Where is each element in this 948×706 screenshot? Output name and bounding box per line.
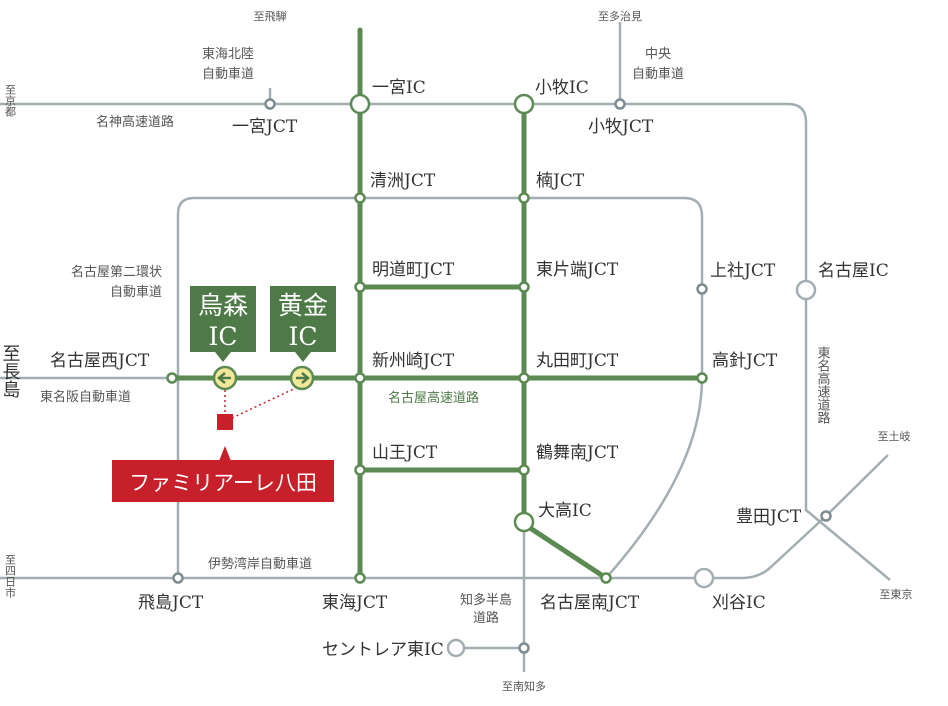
label-chita-1: 知多半島 — [460, 592, 512, 608]
kusunoki-jct-node — [518, 192, 530, 204]
label-hokuriku-2: 自動車道 — [202, 67, 254, 82]
label-nagoya2-2: 自動車道 — [110, 285, 162, 300]
nagoyaminami-jct-node — [600, 572, 612, 584]
label-centrair-ic: セントレア東IC — [322, 640, 444, 660]
label-kusunoki-jct: 楠JCT — [536, 171, 585, 191]
label-odaka-ic: 大高IC — [538, 501, 592, 521]
label-chita-2: 道路 — [473, 610, 499, 626]
second-ring-road — [176, 196, 704, 579]
label-chuo-2: 自動車道 — [632, 67, 684, 82]
odaka-ic-node — [513, 511, 535, 533]
label-tomei: 東名高速道路 — [815, 345, 831, 424]
nodes — [166, 93, 832, 658]
centrair-ic-node — [446, 638, 466, 658]
label-isewangan: 伊勢湾岸自動車道 — [208, 556, 312, 572]
dir-hida: 至飛騨 — [254, 9, 287, 23]
label-kamiyashiro-jct: 上社JCT — [710, 261, 776, 281]
node-labels: 一宮IC 一宮JCT 小牧IC 小牧JCT 清洲JCT 楠JCT 明道町JCT … — [50, 78, 889, 660]
label-meishin: 名神高速道路 — [96, 114, 174, 130]
label-tsurumaiminami-jct: 鶴舞南JCT — [536, 443, 619, 463]
komaki-jct-node — [614, 98, 626, 110]
label-shinsuzaki-jct: 新州崎JCT — [372, 351, 455, 371]
label-marutamachi-jct: 丸田町JCT — [536, 351, 619, 371]
label-meidocho-jct: 明道町JCT — [372, 260, 455, 280]
karasumori-label-1: 烏森 — [198, 291, 248, 320]
label-nagoya-ic: 名古屋IC — [818, 261, 889, 281]
ichinomiya-ic-node — [349, 93, 371, 115]
nagoyanishi-jct-node — [166, 372, 178, 384]
higashikatahata-jct-node — [518, 281, 530, 293]
label-chuo-1: 中央 — [645, 47, 671, 62]
label-nagoyaminami-jct: 名古屋南JCT — [540, 593, 640, 613]
kogane-box — [270, 286, 336, 352]
label-tobishima-jct: 飛島JCT — [138, 593, 204, 613]
label-kariya-ic: 刈谷IC — [712, 593, 766, 613]
ichinomiya-jct-node — [264, 98, 276, 110]
dir-toki: 至土岐 — [878, 430, 911, 443]
toyota-jct-node — [820, 510, 832, 522]
property-name: ファミリアーレ八田 — [129, 471, 317, 495]
nagoya-expressway-network — [169, 27, 705, 581]
dir-minamichita: 至南知多 — [502, 679, 546, 693]
label-ichinomiya-ic: 一宮IC — [372, 78, 426, 98]
tokai-jct-node — [354, 572, 366, 584]
label-takabari-jct: 高針JCT — [712, 351, 778, 371]
meishin-tomei-road — [0, 102, 891, 581]
property-marker — [217, 414, 233, 430]
karasumori-box — [190, 286, 256, 352]
ic-markers — [212, 365, 315, 391]
kariya-ic-node — [693, 567, 715, 589]
label-sanno-jct: 山王JCT — [372, 443, 438, 463]
gray-road-network — [0, 22, 891, 672]
ic-boxes: 烏森 IC 黄金 IC — [190, 286, 336, 362]
label-komaki-jct: 小牧JCT — [588, 117, 654, 137]
label-hokuriku-1: 東海北陸 — [202, 46, 254, 62]
property: ファミリアーレ八田 — [112, 414, 334, 502]
label-nagoya2-1: 名古屋第二環状 — [71, 264, 162, 280]
tsurumaiminami-jct-node — [518, 464, 530, 476]
property-label-box — [112, 460, 334, 502]
label-higashikatahata-jct: 東片端JCT — [536, 260, 619, 280]
kiyosu-jct-node — [354, 192, 366, 204]
label-ichinomiya-jct: 一宮JCT — [232, 117, 298, 137]
road-labels: 東海北陸 自動車道 中央 自動車道 名神高速道路 名古屋第二環状 自動車道 東名… — [40, 46, 830, 626]
dir-tajimi: 至多治見 — [598, 9, 642, 23]
komaki-ic-node — [513, 93, 535, 115]
dir-nagashima: 至長島 — [0, 344, 21, 399]
takabari-jct-node — [696, 372, 708, 384]
tobishima-jct-node — [172, 572, 184, 584]
sanno-jct-node — [354, 464, 366, 476]
access-lines — [224, 385, 301, 422]
meidocho-jct-node — [354, 281, 366, 293]
nagoya-ic-node — [795, 279, 817, 301]
kamiyashiro-jct-node — [696, 283, 708, 295]
label-toyota-jct: 豊田JCT — [736, 507, 802, 527]
marutamachi-jct-node — [518, 372, 530, 384]
kogane-label-2: IC — [288, 322, 317, 351]
label-nagoya-kosoku: 名古屋高速道路 — [388, 390, 479, 406]
dir-kyoto: 至京都 — [4, 84, 17, 117]
label-tokai-jct: 東海JCT — [322, 593, 388, 613]
route-4 — [521, 521, 609, 581]
label-nagoyanishi-jct: 名古屋西JCT — [50, 351, 150, 371]
direction-labels: 至飛騨 至多治見 至京都 至長島 至四日市 至土岐 至東京 至南知多 — [0, 9, 913, 693]
karasumori-label-2: IC — [208, 322, 237, 351]
shinsuzaki-jct-node — [354, 372, 366, 384]
label-kiyosu-jct: 清洲JCT — [370, 171, 436, 191]
label-komaki-ic: 小牧IC — [535, 78, 589, 98]
dir-yokkaichi: 至四日市 — [4, 554, 17, 599]
dir-tokyo: 至東京 — [880, 587, 913, 601]
kogane-label-1: 黄金 — [278, 291, 328, 320]
chita-jct-node — [518, 642, 530, 654]
label-higashimeihan: 東名阪自動車道 — [40, 389, 131, 405]
arrow-right-icon — [296, 372, 310, 384]
arrow-left-icon — [217, 372, 231, 384]
isewangan-road — [0, 454, 889, 580]
